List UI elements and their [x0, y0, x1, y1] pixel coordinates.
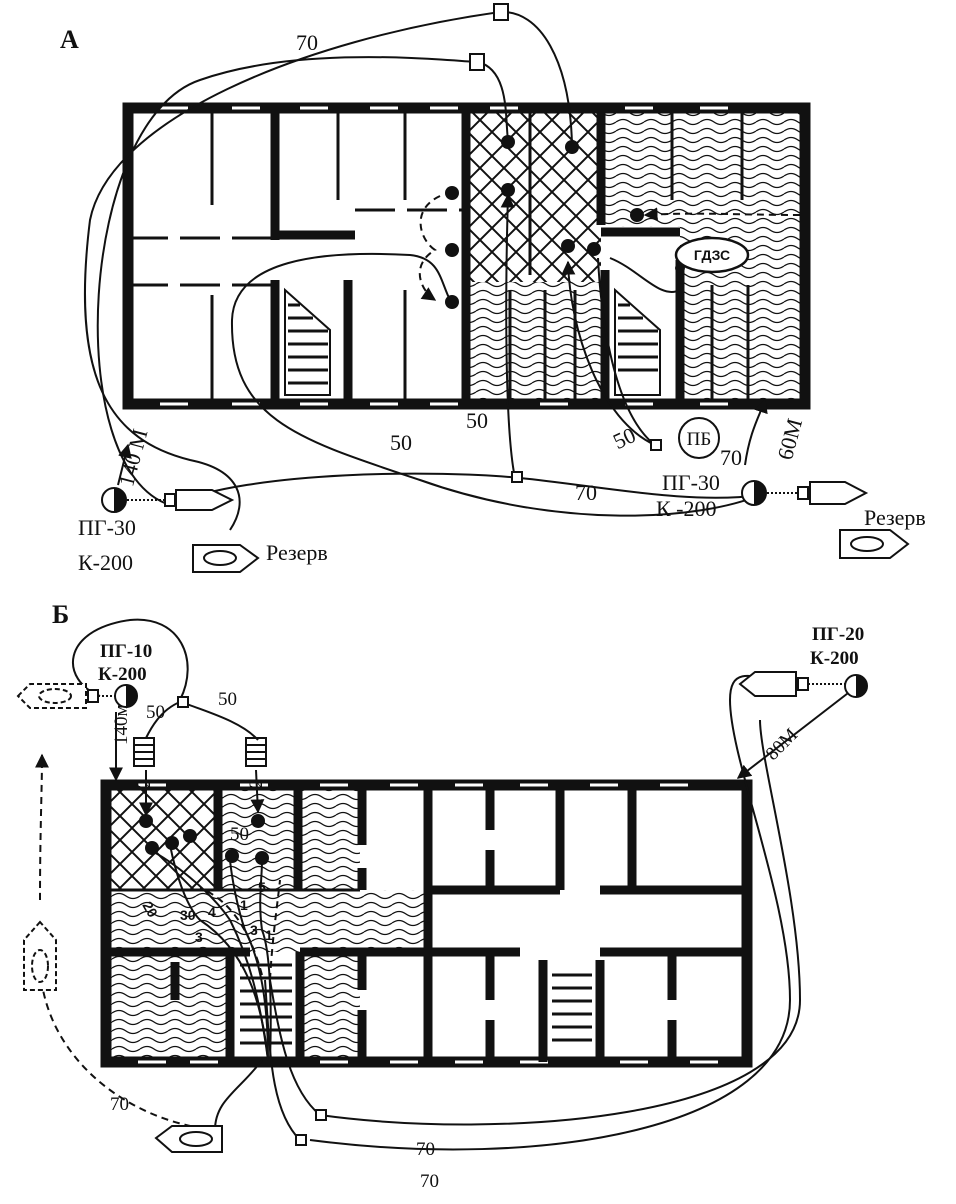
- hose-label-b-5: 70: [416, 1139, 435, 1160]
- hose-label-a-6: 70: [720, 445, 742, 470]
- smoke-zone-a1: [468, 282, 601, 402]
- smoke-unit-oval: [674, 236, 750, 274]
- hose-couplings-b: [177, 696, 327, 1146]
- hose-label-a-1: 70: [296, 30, 318, 55]
- hose-label-a-3: 50: [466, 408, 488, 433]
- smoke-zone-a2: [601, 112, 801, 227]
- engine-b-left-line1: ПГ-10: [100, 641, 152, 662]
- ladder-b-1: [133, 737, 155, 767]
- nozzle-positions-b: [139, 814, 269, 865]
- hose-couplings-a: [469, 3, 662, 483]
- hose-label-b-4: 70: [110, 1094, 129, 1115]
- small-number-3: 4: [208, 904, 216, 920]
- reserve-a-left-label: Резерв: [266, 540, 328, 565]
- small-number-7: 1: [240, 897, 248, 913]
- smoke-zone-b2: [300, 788, 360, 890]
- panel-b-letter: Б: [52, 600, 69, 629]
- reserve-a-right-label: Резерв: [864, 505, 926, 530]
- small-number-6: 1: [265, 927, 273, 943]
- hose-labels-a: 70 50 50 50 70 70: [296, 30, 742, 505]
- engine-b-left-line2: К-200: [98, 664, 147, 685]
- reserve-b-side: [23, 920, 57, 991]
- hose-label-b-1: 50: [146, 702, 165, 723]
- distance-label-a-right: 60М: [772, 416, 807, 463]
- building-a-interior-walls: [128, 108, 750, 404]
- fire-zone-b: [108, 788, 220, 890]
- hose-label-a-5: 70: [575, 480, 597, 505]
- smoke-zone-b5: [300, 952, 360, 1060]
- nozzle-positions-a: [445, 135, 685, 309]
- smoke-zone-b3: [108, 890, 428, 952]
- hose-label-b-6: 70: [420, 1171, 439, 1192]
- hose-lines-b: [34, 618, 853, 1151]
- hose-label-b-3: 50: [230, 824, 249, 845]
- ladder-mark-1: 2: [134, 779, 155, 789]
- stairs-b-right: [552, 973, 592, 1042]
- reserve-a-right: [839, 529, 910, 559]
- stairs-a-left: [284, 287, 331, 396]
- hose-label-a-4: 50: [609, 422, 640, 454]
- smoke-zone-b4: [108, 952, 228, 1060]
- engine-a-right-line1: ПГ-30: [662, 470, 720, 495]
- smoke-unit-label: ГДЗС: [694, 247, 730, 263]
- fire-zone-hatch: [468, 112, 601, 282]
- hose-label-a-2: 50: [390, 430, 412, 455]
- engine-b-right: [738, 671, 868, 698]
- ladder-b-2: [245, 737, 267, 767]
- small-numbers-b: 20 30 4 3 3 1 1 5: [139, 879, 273, 945]
- small-number-4: 3: [195, 929, 203, 945]
- engine-a-left-line1: ПГ-30: [78, 515, 136, 540]
- panel-a: А: [60, 3, 926, 575]
- reserve-a-left: [192, 544, 260, 573]
- distance-label-a-left: 140 М: [113, 426, 152, 489]
- engine-b-right-line2: К-200: [810, 648, 859, 669]
- post-label: ПБ: [687, 429, 712, 450]
- small-number-8: 5: [258, 879, 266, 895]
- engine-a-right: [741, 480, 869, 506]
- small-number-5: 3: [250, 922, 258, 938]
- engine-b-right-line1: ПГ-20: [812, 624, 864, 645]
- panel-a-letter: А: [60, 25, 79, 54]
- small-number-2: 30: [180, 907, 196, 923]
- post-circle: [678, 417, 720, 459]
- hose-label-b-2: 50: [218, 689, 237, 710]
- distance-label-b-right: 80М: [762, 724, 802, 764]
- engine-b-left: [16, 683, 138, 709]
- engine-a-left-line2: К-200: [78, 550, 133, 575]
- building-b-interior-walls: [108, 785, 745, 1062]
- stairs-a-right: [614, 287, 661, 396]
- small-number-1: 20: [139, 899, 161, 921]
- panel-b: Б: [16, 600, 868, 1192]
- reserve-b-bottom: [154, 1125, 223, 1153]
- engine-a-left: [101, 487, 235, 513]
- building-a-windows: [160, 106, 728, 406]
- distance-label-b-left: 140м: [111, 704, 132, 745]
- engine-a-right-line2: К -200: [656, 496, 717, 521]
